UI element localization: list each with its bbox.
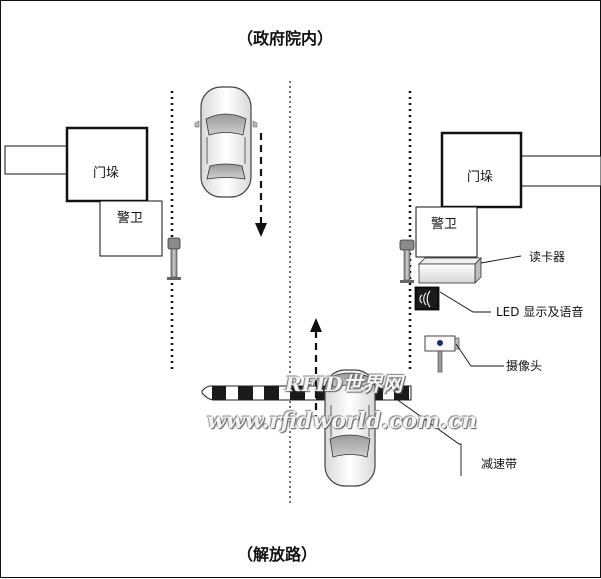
left-guard-label: 警卫: [117, 211, 144, 226]
card-reader-device: [418, 257, 482, 284]
left-wall: [4, 145, 68, 175]
left-barrier-post: [167, 237, 181, 280]
right-guard-label: 警卫: [431, 217, 458, 232]
camera-leader: [455, 343, 504, 367]
right-gate-label: 门垛: [467, 170, 494, 185]
speed-bump-leader: [394, 397, 462, 476]
arrow-down: [255, 133, 267, 237]
camera-label: 摄像头: [506, 359, 543, 373]
watermark-url: www.rfidworld.com.cn: [207, 408, 478, 434]
card-reader-label: 读卡器: [529, 250, 566, 264]
led-display-label: LED 显示及语音: [496, 305, 584, 319]
left-gate-pillar: [65, 126, 149, 203]
right-gate-pillar: [440, 131, 523, 209]
led-display-leader: [439, 291, 491, 313]
car-lower: [324, 369, 376, 487]
speed-bump-label: 减速带: [481, 457, 518, 471]
arrow-up: [310, 318, 322, 419]
led-display-device: [414, 286, 440, 311]
card-reader-leader: [480, 255, 522, 264]
right-wall: [520, 155, 601, 187]
top-label: （政府院内）: [237, 29, 334, 48]
car-upper: [194, 86, 258, 198]
left-gate-label: 门垛: [93, 166, 120, 181]
bottom-label: （解放路）: [237, 545, 318, 564]
watermark-logo: RFID世界网: [285, 372, 403, 396]
camera-device: [424, 335, 460, 373]
right-barrier-post: [399, 239, 415, 283]
left-guard-box: [99, 200, 163, 257]
right-guard-box: [415, 206, 478, 258]
